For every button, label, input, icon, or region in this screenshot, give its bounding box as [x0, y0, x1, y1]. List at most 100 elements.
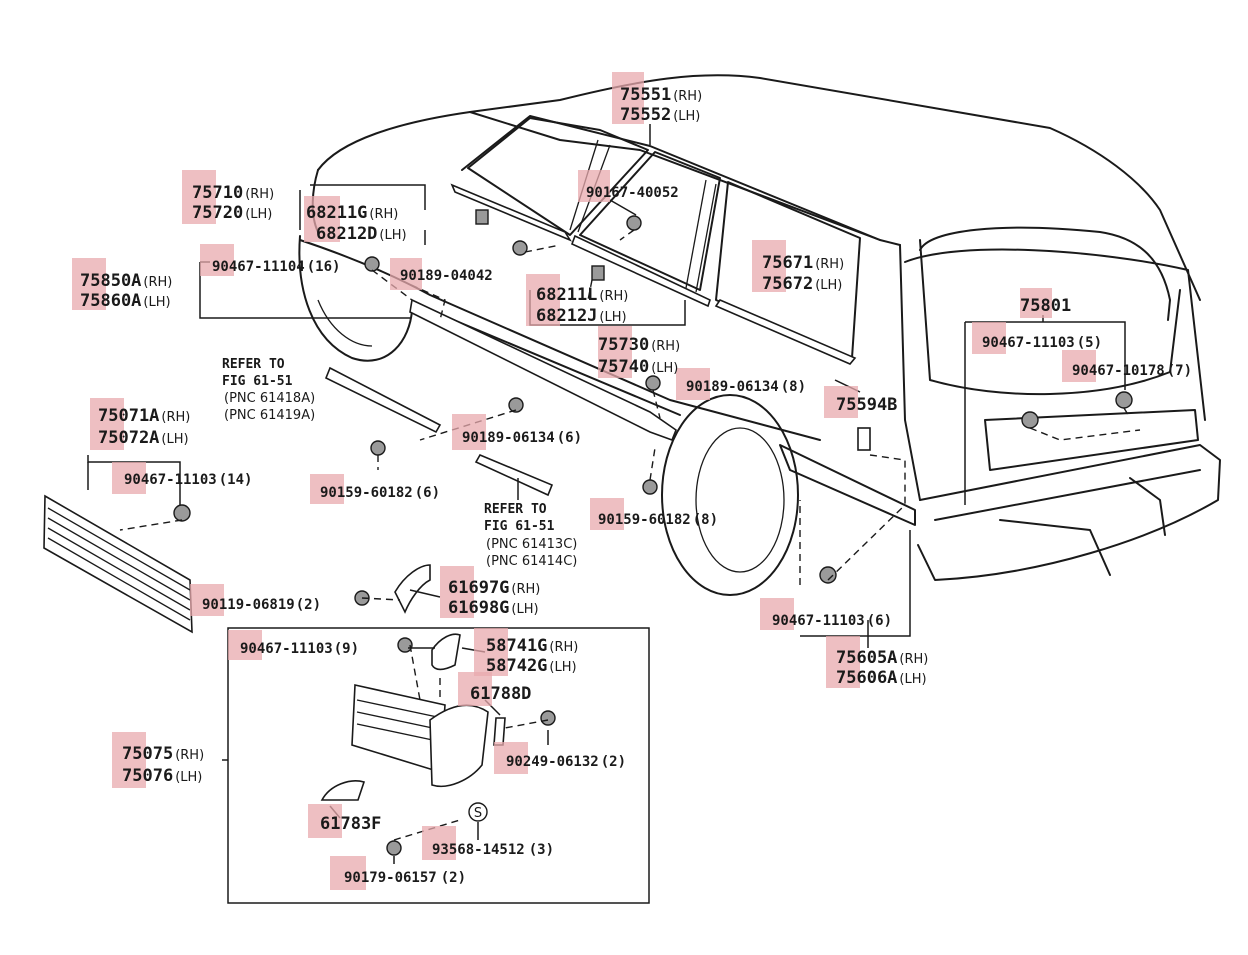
part-90167-40052: 90167-40052 — [586, 185, 679, 201]
callout-labels: 75551(RH) 75552(LH) 75710(RH) 75720(LH) … — [80, 85, 1192, 886]
refer-note-1-pnc2: (PNC 61419A) — [224, 408, 315, 423]
part-75071a: 75071A — [98, 406, 159, 426]
garnish-bracket — [493, 717, 506, 746]
part-75710: 75710 — [192, 183, 243, 203]
part-number-highlights — [72, 72, 1096, 890]
part-90467-10178: 90467-10178 — [1072, 363, 1165, 379]
part-90189-06134-6: 90189-06134 — [462, 430, 555, 446]
part-75730: 75730 — [598, 335, 649, 355]
front-mudguard-strip — [324, 366, 442, 434]
svg-text:90167-40052: 90167-40052 — [586, 185, 679, 201]
svg-text:75801: 75801 — [1020, 296, 1071, 316]
fasteners: S — [173, 209, 1133, 856]
part-75551: 75551 — [620, 85, 671, 105]
part-90467-11103-14: 90467-11103 — [124, 472, 217, 488]
svg-text:75594B: 75594B — [836, 395, 897, 415]
svg-text:58741G(RH): 58741G(RH) — [486, 636, 578, 656]
part-75072a: 75072A — [98, 428, 159, 448]
installation-lines — [119, 229, 1141, 841]
detail-inset-frame — [227, 627, 650, 904]
rear-fender-garnish — [351, 684, 489, 787]
part-75740: 75740 — [598, 357, 649, 377]
part-58742g: 58742G — [486, 656, 547, 676]
reference-notes: REFER TO FIG 61-51 (PNC 61418A) (PNC 614… — [222, 357, 577, 569]
part-90159-60182-6: 90159-60182 — [320, 485, 413, 501]
svg-text:90467-11104(16): 90467-11104(16) — [212, 259, 340, 275]
svg-text:75710(RH): 75710(RH) — [192, 183, 274, 203]
rear-door-belt-moulding — [570, 234, 711, 308]
refer-note-2-line1: REFER TO — [484, 502, 547, 517]
svg-text:61698G(LH): 61698G(LH) — [448, 598, 539, 618]
quarter-belt-moulding — [714, 299, 857, 365]
refer-note-2-line2: FIG 61-51 — [484, 519, 555, 534]
svg-text:90159-60182(6): 90159-60182(6) — [320, 485, 440, 501]
svg-text:58742G(LH): 58742G(LH) — [486, 656, 577, 676]
svg-text:75076(LH): 75076(LH) — [122, 766, 202, 786]
svg-text:68212J(LH): 68212J(LH) — [536, 306, 627, 326]
part-90179-06157: 90179-06157 — [344, 870, 437, 886]
part-75850a: 75850A — [80, 271, 141, 291]
svg-text:75671(RH): 75671(RH) — [762, 253, 844, 273]
symbol-s-label: S — [474, 806, 482, 821]
svg-text:93568-14512(3): 93568-14512(3) — [432, 842, 554, 858]
part-93568-14512: 93568-14512 — [432, 842, 525, 858]
svg-text:90119-06819(2): 90119-06819(2) — [202, 597, 321, 613]
refer-note-1-line2: FIG 61-51 — [222, 374, 293, 389]
front-fender-garnish — [43, 494, 193, 634]
part-68211g: 68211G — [306, 203, 367, 223]
part-61697g: 61697G — [448, 578, 509, 598]
part-61783f: 61783F — [320, 814, 381, 834]
refer-note-1-line1: REFER TO — [222, 357, 285, 372]
front-door-belt-moulding — [450, 183, 573, 242]
svg-text:90179-06157(2): 90179-06157(2) — [344, 870, 466, 886]
part-75605a: 75605A — [836, 648, 897, 668]
svg-text:90189-06134(8): 90189-06134(8) — [686, 379, 806, 395]
svg-text:61697G(RH): 61697G(RH) — [448, 578, 540, 598]
svg-text:75551(RH): 75551(RH) — [620, 85, 702, 105]
svg-text:90467-11103(14): 90467-11103(14) — [124, 472, 252, 488]
part-68212d: 68212D — [316, 224, 377, 244]
refer-note-2-pnc1: (PNC 61413C) — [486, 537, 577, 552]
part-75720: 75720 — [192, 203, 243, 223]
front-garnish-upper — [394, 564, 431, 614]
part-90189-06134-8: 90189-06134 — [686, 379, 779, 395]
svg-text:61783F: 61783F — [320, 814, 381, 834]
svg-text:75860A(LH): 75860A(LH) — [80, 291, 171, 311]
part-68212j: 68212J — [536, 306, 597, 326]
part-75860a: 75860A — [80, 291, 141, 311]
part-90249-06132: 90249-06132 — [506, 754, 599, 770]
part-90467-11103-9: 90467-11103 — [240, 641, 333, 657]
svg-text:90467-11103(5): 90467-11103(5) — [982, 335, 1102, 351]
svg-text:90467-11103(6): 90467-11103(6) — [772, 613, 892, 629]
symbol-s-icon — [468, 802, 488, 822]
svg-text:90159-60182(8): 90159-60182(8) — [598, 512, 718, 528]
svg-text:68211G(RH): 68211G(RH) — [306, 203, 398, 223]
part-90467-11103-6: 90467-11103 — [772, 613, 865, 629]
svg-text:61788D: 61788D — [470, 684, 531, 704]
svg-text:90189-06134(6): 90189-06134(6) — [462, 430, 582, 446]
svg-text:90189-04042: 90189-04042 — [400, 268, 493, 284]
leader-lines — [87, 124, 1126, 864]
rear-mudguard-strip — [474, 453, 554, 497]
part-90119-06819: 90119-06819 — [202, 597, 295, 613]
svg-text:90467-10178(7): 90467-10178(7) — [1072, 363, 1192, 379]
refer-note-2-pnc2: (PNC 61414C) — [486, 554, 577, 569]
svg-text:90249-06132(2): 90249-06132(2) — [506, 754, 626, 770]
lower-garnish-piece — [320, 780, 366, 801]
part-75671: 75671 — [762, 253, 813, 273]
clip-75594b — [857, 427, 871, 451]
svg-text:75606A(LH): 75606A(LH) — [836, 668, 927, 688]
part-90467-11104: 90467-11104 — [212, 259, 305, 275]
svg-text:68212D(LH): 68212D(LH) — [316, 224, 407, 244]
part-75672: 75672 — [762, 274, 813, 294]
part-75594b: 75594B — [836, 395, 897, 415]
part-61788d: 61788D — [470, 684, 531, 704]
part-58741g: 58741G — [486, 636, 547, 656]
svg-text:68211L(RH): 68211L(RH) — [536, 285, 628, 305]
svg-text:75072A(LH): 75072A(LH) — [98, 428, 189, 448]
svg-text:75552(LH): 75552(LH) — [620, 105, 700, 125]
svg-text:75720(LH): 75720(LH) — [192, 203, 272, 223]
refer-note-1-pnc1: (PNC 61418A) — [224, 391, 315, 406]
svg-text:75740(LH): 75740(LH) — [598, 357, 678, 377]
